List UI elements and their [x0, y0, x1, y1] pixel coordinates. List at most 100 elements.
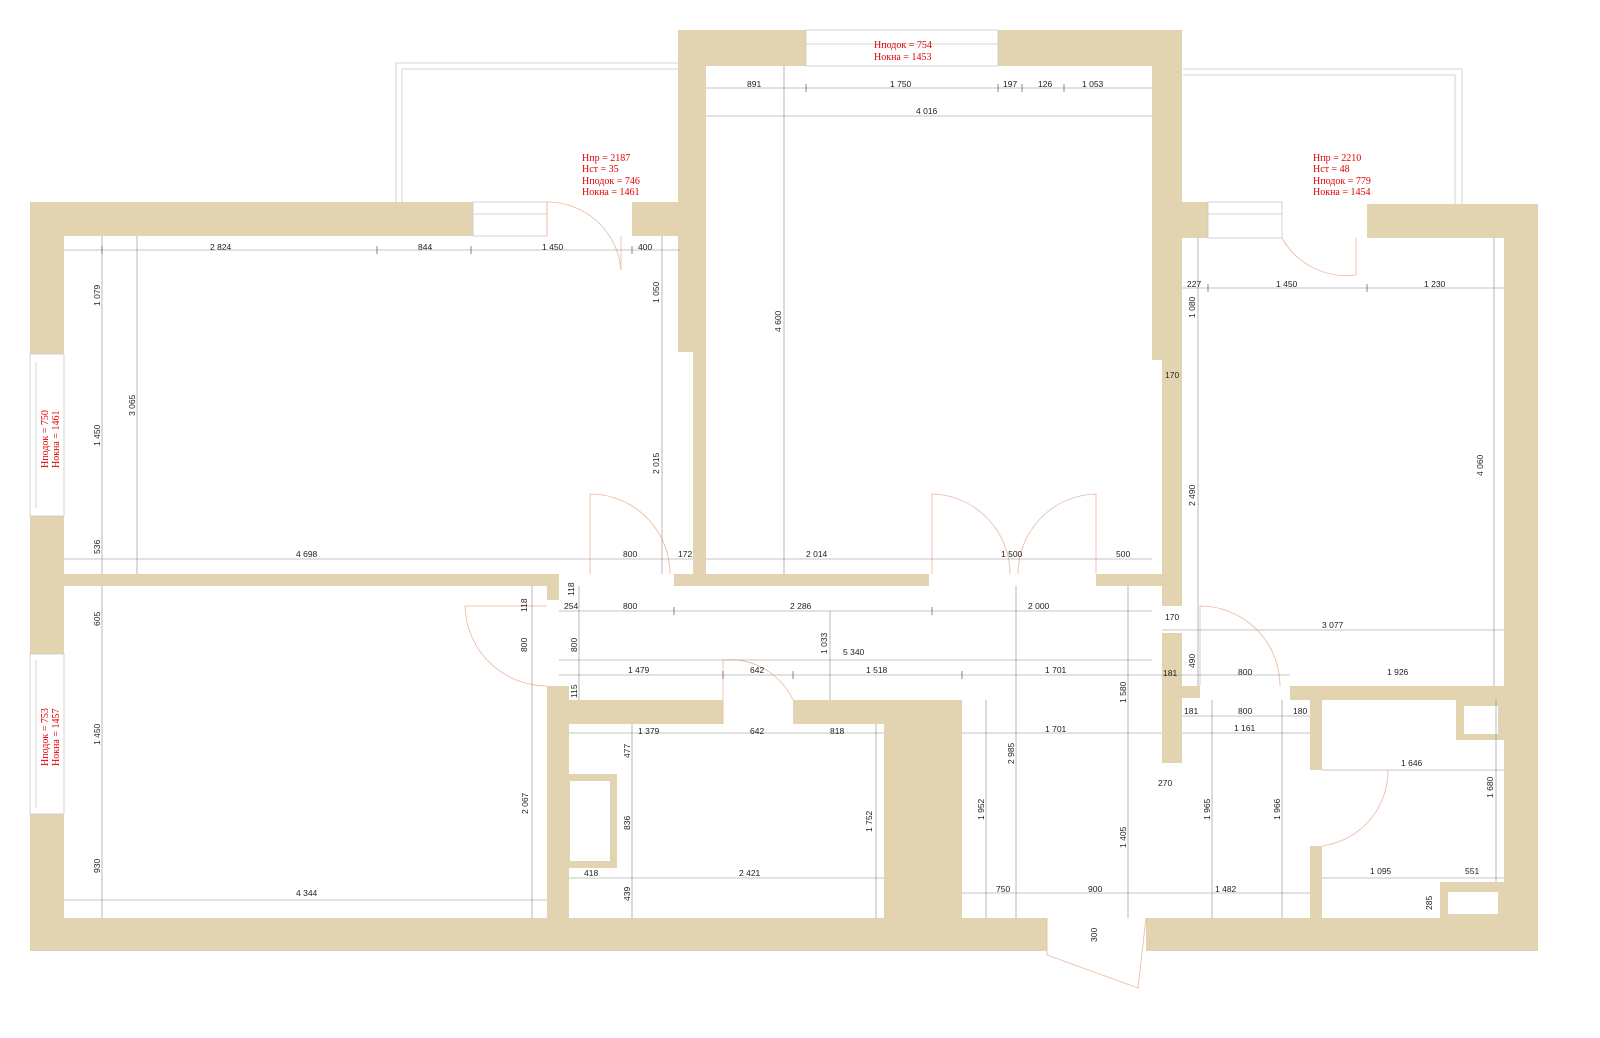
dim-label: 930: [92, 859, 102, 873]
dim-label: 254: [564, 601, 578, 611]
dim-label: 605: [92, 612, 102, 626]
dim-label: 4 344: [296, 888, 318, 898]
dim-label: 1 450: [92, 723, 102, 745]
note-west-lower-2: Hокна = 1457: [51, 708, 62, 766]
note-top-2: Hокна = 1453: [874, 52, 932, 63]
dim-label: 477: [622, 744, 632, 758]
dim-label: 1 379: [638, 726, 660, 736]
dim-label: 2 015: [651, 452, 661, 474]
dim-label: 1 450: [92, 424, 102, 446]
dim-label: 844: [418, 242, 432, 252]
dim-label: 800: [519, 638, 529, 652]
dim-label: 2 286: [790, 601, 812, 611]
dim-label: 2 421: [739, 868, 761, 878]
dim-label: 1 701: [1045, 665, 1067, 675]
dim-label: 1 079: [92, 284, 102, 306]
dim-label: 181: [1163, 668, 1177, 678]
note-right-4: Hокна = 1454: [1313, 187, 1371, 198]
dim-label: 800: [569, 638, 579, 652]
windows: [29, 29, 1283, 815]
note-left-4: Hокна = 1461: [582, 187, 640, 198]
dim-label: 800: [623, 601, 637, 611]
dim-label: 1 053: [1082, 79, 1104, 89]
note-right-2: Hст = 48: [1313, 164, 1350, 175]
dim-label: 4 600: [773, 310, 783, 332]
dim-label: 115: [569, 684, 579, 698]
dim-label: 4 698: [296, 549, 318, 559]
dim-label: 1 161: [1234, 723, 1256, 733]
note-west-upper-1: Hподок = 750: [40, 410, 51, 468]
dim-label: 1 033: [819, 632, 829, 654]
dim-label: 1 050: [651, 281, 661, 303]
dim-label: 1 450: [1276, 279, 1298, 289]
dim-label: 1 479: [628, 665, 650, 675]
dim-label: 418: [584, 868, 598, 878]
dim-label: 642: [750, 665, 764, 675]
dim-label: 439: [622, 887, 632, 901]
dim-label: 2 000: [1028, 601, 1050, 611]
dim-label: 5 340: [843, 647, 865, 657]
dim-label: 1 230: [1424, 279, 1446, 289]
note-top-1: Hподок = 754: [874, 40, 932, 51]
dim-label: 1 518: [866, 665, 888, 675]
note-right-3: Hподок = 779: [1313, 176, 1371, 187]
dim-label: 3 065: [127, 394, 137, 416]
dim-label: 800: [623, 549, 637, 559]
dim-label: 1 701: [1045, 724, 1067, 734]
dim-label: 2 824: [210, 242, 232, 252]
dim-label: 181: [1184, 706, 1198, 716]
dim-label: 170: [1165, 370, 1179, 380]
dim-label: 2 985: [1006, 742, 1016, 764]
dim-label: 1 080: [1187, 296, 1197, 318]
dim-label: 2 067: [520, 792, 530, 814]
dim-label: 1 752: [864, 810, 874, 832]
dim-label: 300: [1089, 928, 1099, 942]
dim-label: 172: [678, 549, 692, 559]
dim-label: 1 952: [976, 798, 986, 820]
dim-label: 197: [1003, 79, 1017, 89]
dim-label: 1 750: [890, 79, 912, 89]
dimension-lines: [64, 66, 1504, 918]
note-west-lower-1: Hподок = 753: [40, 708, 51, 766]
dim-label: 1 095: [1370, 866, 1392, 876]
note-left-3: Hподок = 746: [582, 176, 640, 187]
dim-label: 750: [996, 884, 1010, 894]
walls: [30, 30, 1538, 951]
dim-label: 642: [750, 726, 764, 736]
dim-label: 400: [638, 242, 652, 252]
dim-label: 500: [1116, 549, 1130, 559]
dim-label: 1 500: [1001, 549, 1023, 559]
dim-label: 270: [1158, 778, 1172, 788]
note-west-upper-2: Hокна = 1461: [51, 410, 62, 468]
dim-label: 227: [1187, 279, 1201, 289]
dim-label: 818: [830, 726, 844, 736]
dim-label: 4 016: [916, 106, 938, 116]
dim-label: 900: [1088, 884, 1102, 894]
dim-label: 891: [747, 79, 761, 89]
dim-label: 1 482: [1215, 884, 1237, 894]
dim-label: 490: [1187, 654, 1197, 668]
dim-label: 836: [622, 816, 632, 830]
dim-label: 285: [1424, 896, 1434, 910]
dim-label: 1 580: [1118, 681, 1128, 703]
dim-label: 3 077: [1322, 620, 1344, 630]
dim-label: 1 405: [1118, 826, 1128, 848]
balconies: [395, 62, 1463, 205]
dim-label: 1 450: [542, 242, 564, 252]
dim-label: 551: [1465, 866, 1479, 876]
dim-label: 1 680: [1485, 776, 1495, 798]
dim-label: 4 060: [1475, 454, 1485, 476]
dim-label: 1 926: [1387, 667, 1409, 677]
dim-label: 1 965: [1202, 798, 1212, 820]
dim-label: 118: [519, 598, 529, 612]
dim-label: 536: [92, 540, 102, 554]
window-notes: Hподок = 754 Hокна = 1453 Hпр = 2187 Hст…: [40, 40, 1371, 766]
dim-label: 1 646: [1401, 758, 1423, 768]
dim-label: 1 966: [1272, 798, 1282, 820]
dim-label: 2 014: [806, 549, 828, 559]
dim-label: 2 490: [1187, 484, 1197, 506]
dimension-labels: 891 1 750 197 126 1 053 4 016 4 600 2 82…: [92, 79, 1495, 942]
dim-label: 126: [1038, 79, 1052, 89]
dim-label: 800: [1238, 667, 1252, 677]
